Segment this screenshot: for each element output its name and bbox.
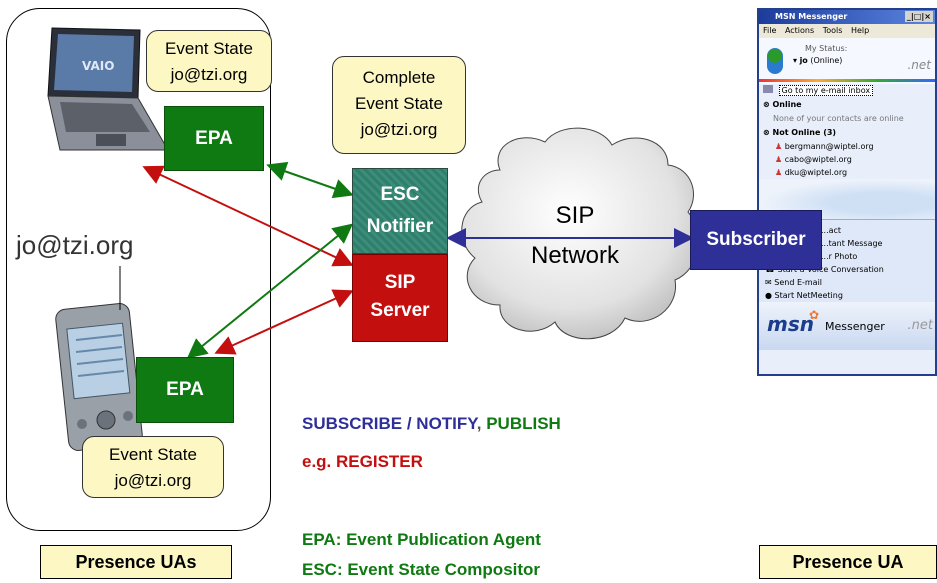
msn-messenger-window: MSN Messenger _|□|× File Actions Tools H… xyxy=(757,8,937,376)
msn-logo: msn xyxy=(767,312,814,336)
netmeeting-icon: ● xyxy=(765,291,772,300)
contact-offline-icon: ♟ xyxy=(775,168,783,177)
presence-address: jo@tzi.org xyxy=(16,230,134,260)
cloud-line2: Network xyxy=(530,242,620,269)
contact-offline-icon: ♟ xyxy=(775,155,783,164)
action-item[interactable]: ✉ Send E-mail xyxy=(765,278,823,287)
net-logo-top: .net xyxy=(907,58,931,72)
net-logo-bottom: .net xyxy=(907,318,933,333)
presence-ua-label: Presence UA xyxy=(759,545,937,579)
contact-item[interactable]: ♟ dku@wiptel.org xyxy=(775,168,848,177)
legend-line-1: SUBSCRIBE / NOTIFY, PUBLISH xyxy=(302,414,561,434)
user-status: (Online) xyxy=(810,56,843,65)
menu-help[interactable]: Help xyxy=(850,26,870,35)
presence-uas-label: Presence UAs xyxy=(40,545,232,579)
cloud-line1: SIP xyxy=(555,202,595,229)
user-display-name: jo xyxy=(799,56,808,65)
legend-publish: PUBLISH xyxy=(486,414,561,433)
msn-brand-bar: msn ✿ Messenger .net xyxy=(759,302,935,350)
messenger-title: MSN Messenger xyxy=(775,12,848,21)
menu-actions[interactable]: Actions xyxy=(784,26,815,35)
messenger-menu-bar: File Actions Tools Help xyxy=(759,24,935,38)
subscriber: Subscriber xyxy=(690,210,822,270)
my-status-area: My Status: ▾ jo (Online) .net xyxy=(759,38,935,84)
top-event-state: Event State jo@tzi.org xyxy=(146,30,272,92)
legend-subscribe-notify: SUBSCRIBE / NOTIFY xyxy=(302,414,477,433)
bottom-epa: EPA xyxy=(136,357,234,423)
buddy-icon xyxy=(767,48,783,74)
contact-item[interactable]: ♟ bergmann@wiptel.org xyxy=(775,142,874,151)
publish-arrow-top xyxy=(266,161,354,199)
action-item[interactable]: ...act xyxy=(821,226,842,235)
contact-item[interactable]: ♟ cabo@wiptel.org xyxy=(775,155,852,164)
legend-epa-definition: EPA: Event Publication Agent xyxy=(302,530,541,549)
offline-header[interactable]: ⊗ Not Online (3) xyxy=(763,128,837,137)
esc-notifier: ESC Notifier xyxy=(352,168,448,254)
cloud-label: SIP Network xyxy=(500,196,650,276)
legend-separator: , xyxy=(476,414,487,433)
my-status-label: My Status: xyxy=(805,44,848,53)
complete-event-state: Complete Event State jo@tzi.org xyxy=(332,56,466,154)
legend-esc-definition: ESC: Event State Compositor xyxy=(302,560,541,579)
action-item[interactable]: ● Start NetMeeting xyxy=(765,291,843,300)
user-name[interactable]: ▾ jo (Online) xyxy=(793,56,843,65)
legend-register: e.g. REGISTER xyxy=(302,452,423,471)
bottom-event-state: Event State jo@tzi.org xyxy=(82,436,224,498)
messenger-title-bar: MSN Messenger _|□|× xyxy=(759,10,935,24)
msn-brand-suffix: Messenger xyxy=(825,320,885,333)
online-header[interactable]: ⊗ Online xyxy=(763,100,802,109)
online-note: None of your contacts are online xyxy=(773,114,904,123)
inbox-link[interactable]: Go to my e-mail inbox xyxy=(759,84,935,98)
menu-file[interactable]: File xyxy=(763,26,777,35)
window-controls[interactable]: _|□|× xyxy=(904,11,933,22)
action-item[interactable]: ...r Photo xyxy=(821,252,858,261)
menu-tools[interactable]: Tools xyxy=(822,26,843,35)
action-item[interactable]: ...tant Message xyxy=(821,239,883,248)
butterfly-icon: ✿ xyxy=(809,308,820,322)
contact-offline-icon: ♟ xyxy=(775,142,783,151)
mail-icon: ✉ xyxy=(765,278,772,287)
top-epa: EPA xyxy=(164,106,264,171)
sip-server: SIP Server xyxy=(352,254,448,342)
